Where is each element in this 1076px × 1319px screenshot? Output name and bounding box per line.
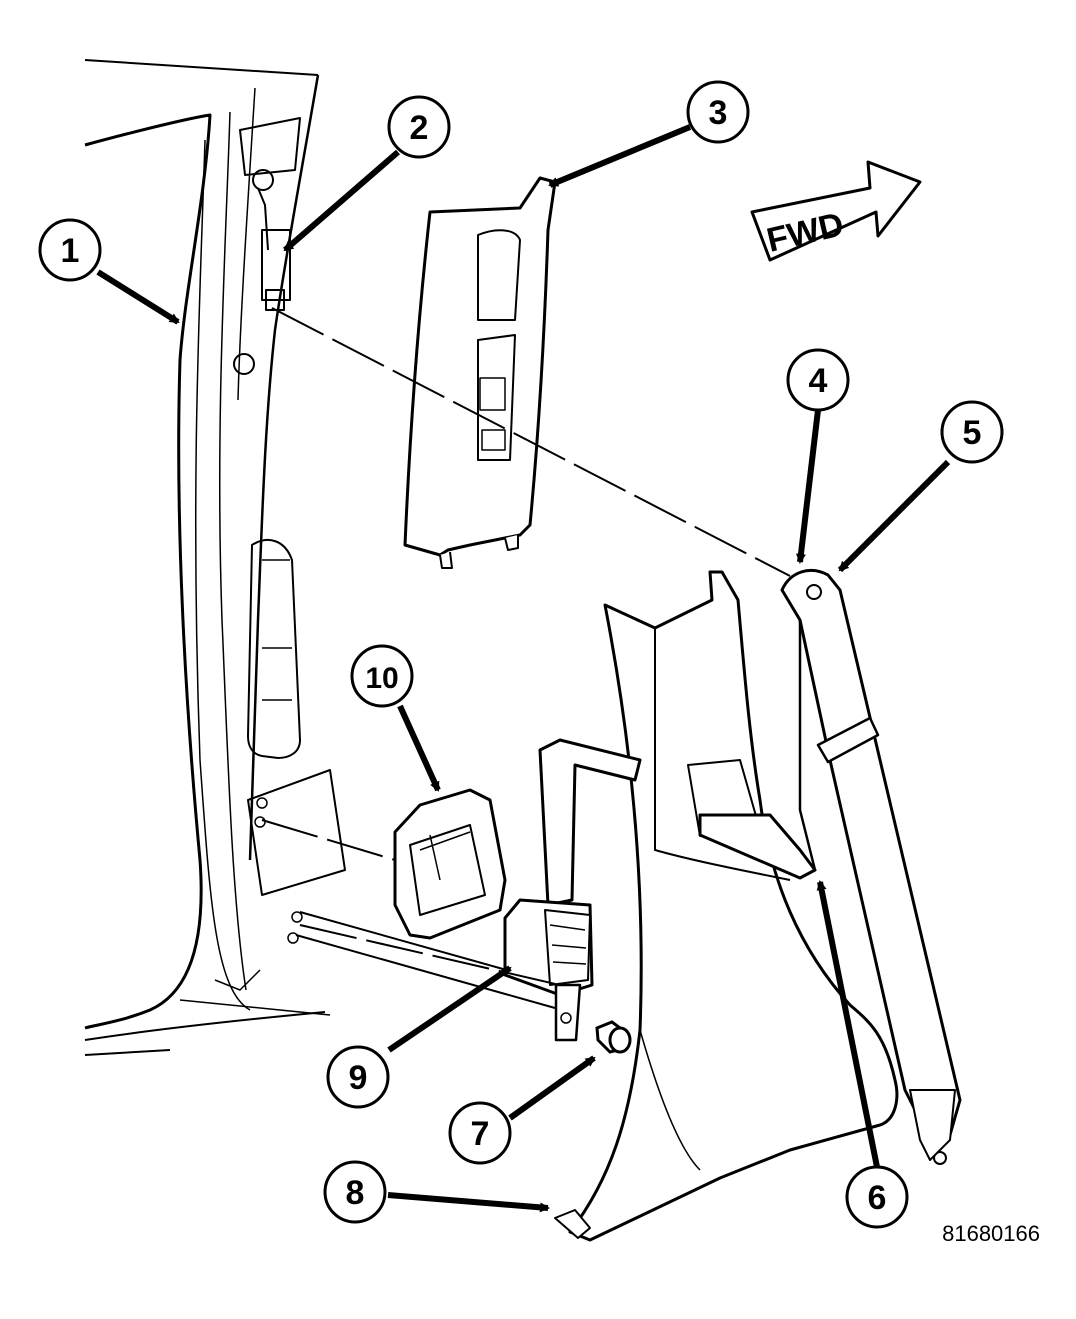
leader-5 xyxy=(837,459,951,573)
callout-10-label: 10 xyxy=(365,662,398,695)
callout-10: 10 xyxy=(350,644,414,708)
leader-7 xyxy=(508,1055,596,1121)
leader-9 xyxy=(387,965,512,1053)
callout-2-label: 2 xyxy=(410,109,429,147)
seat-belt-webbing xyxy=(538,569,962,1165)
callout-9-label: 9 xyxy=(349,1059,368,1097)
upper-pillar-trim xyxy=(403,176,557,569)
leader-8 xyxy=(387,1192,550,1213)
leader-4 xyxy=(795,409,821,564)
leader-10 xyxy=(397,704,441,792)
callout-3-label: 3 xyxy=(709,94,728,132)
callout-2: 2 xyxy=(387,95,451,159)
callout-5-label: 5 xyxy=(963,414,982,452)
figure-id: 81680166 xyxy=(942,1221,1040,1246)
b-pillar-body xyxy=(84,59,561,1056)
leader-arrows xyxy=(96,124,951,1213)
callout-7: 7 xyxy=(448,1101,512,1165)
callout-6: 6 xyxy=(845,1165,909,1229)
callout-1-label: 1 xyxy=(61,232,80,270)
callout-6-label: 6 xyxy=(868,1179,887,1217)
leader-6 xyxy=(816,880,880,1168)
fwd-direction-arrow: FWD xyxy=(750,160,922,262)
callout-5: 5 xyxy=(940,400,1004,464)
leader-3 xyxy=(548,124,692,188)
callout-1: 1 xyxy=(38,218,102,282)
callout-8-label: 8 xyxy=(346,1174,365,1212)
callout-9: 9 xyxy=(326,1045,390,1109)
callout-8: 8 xyxy=(323,1160,387,1224)
leader-1 xyxy=(96,269,180,325)
leader-2 xyxy=(283,149,400,253)
retractor xyxy=(503,898,594,1042)
callout-4: 4 xyxy=(786,348,850,412)
callout-3: 3 xyxy=(686,80,750,144)
alignment-lines xyxy=(261,307,791,986)
callout-7-label: 7 xyxy=(471,1115,490,1153)
anchor-bolt xyxy=(595,1020,632,1054)
trim-bezel xyxy=(393,788,507,940)
callout-4-label: 4 xyxy=(809,362,828,400)
